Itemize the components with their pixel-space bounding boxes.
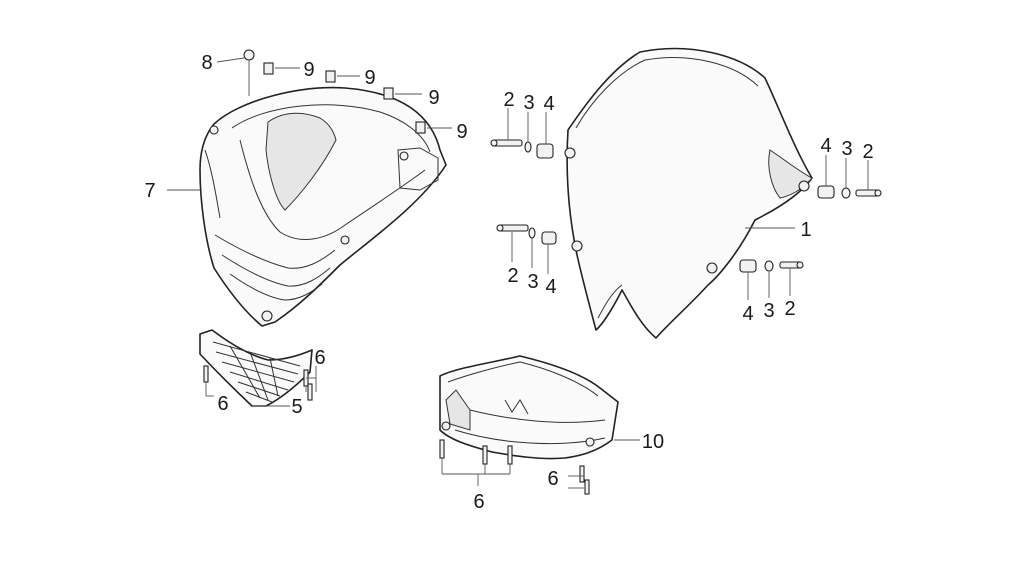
callout-label: 9 xyxy=(428,87,439,109)
leader-lines xyxy=(167,57,869,489)
callout-label: 1 xyxy=(800,219,811,241)
callout-label: 6 xyxy=(547,468,558,490)
callout-label: 10 xyxy=(642,431,664,453)
callout-label: 9 xyxy=(303,59,314,81)
callout-label: 2 xyxy=(507,265,518,287)
callout-label: 2 xyxy=(503,89,514,111)
callout-label: 5 xyxy=(291,396,302,418)
front-cover-part xyxy=(199,86,447,327)
callout-label: 9 xyxy=(456,121,467,143)
callout-labels: 1 2 2 2 2 3 3 3 3 4 4 4 4 5 6 6 6 6 7 8 … xyxy=(144,52,873,513)
callout-label: 3 xyxy=(841,138,852,160)
callout-label: 3 xyxy=(523,92,534,114)
callout-label: 3 xyxy=(527,271,538,293)
callout-label: 3 xyxy=(763,300,774,322)
callout-label: 2 xyxy=(862,141,873,163)
callout-label: 6 xyxy=(314,347,325,369)
grille-part xyxy=(199,329,313,407)
hardware-set xyxy=(203,49,882,495)
callout-label: 4 xyxy=(543,93,554,115)
callout-label: 4 xyxy=(545,276,556,298)
windscreen-part xyxy=(564,47,813,339)
callout-label: 6 xyxy=(217,393,228,415)
callout-label: 8 xyxy=(201,52,212,74)
callout-label: 2 xyxy=(784,298,795,320)
callout-label: 4 xyxy=(742,303,753,325)
callout-label: 6 xyxy=(473,491,484,513)
inner-panel-part xyxy=(439,355,619,460)
callout-label: 9 xyxy=(364,67,375,89)
callout-label: 4 xyxy=(820,135,831,157)
callout-label: 7 xyxy=(144,180,155,202)
